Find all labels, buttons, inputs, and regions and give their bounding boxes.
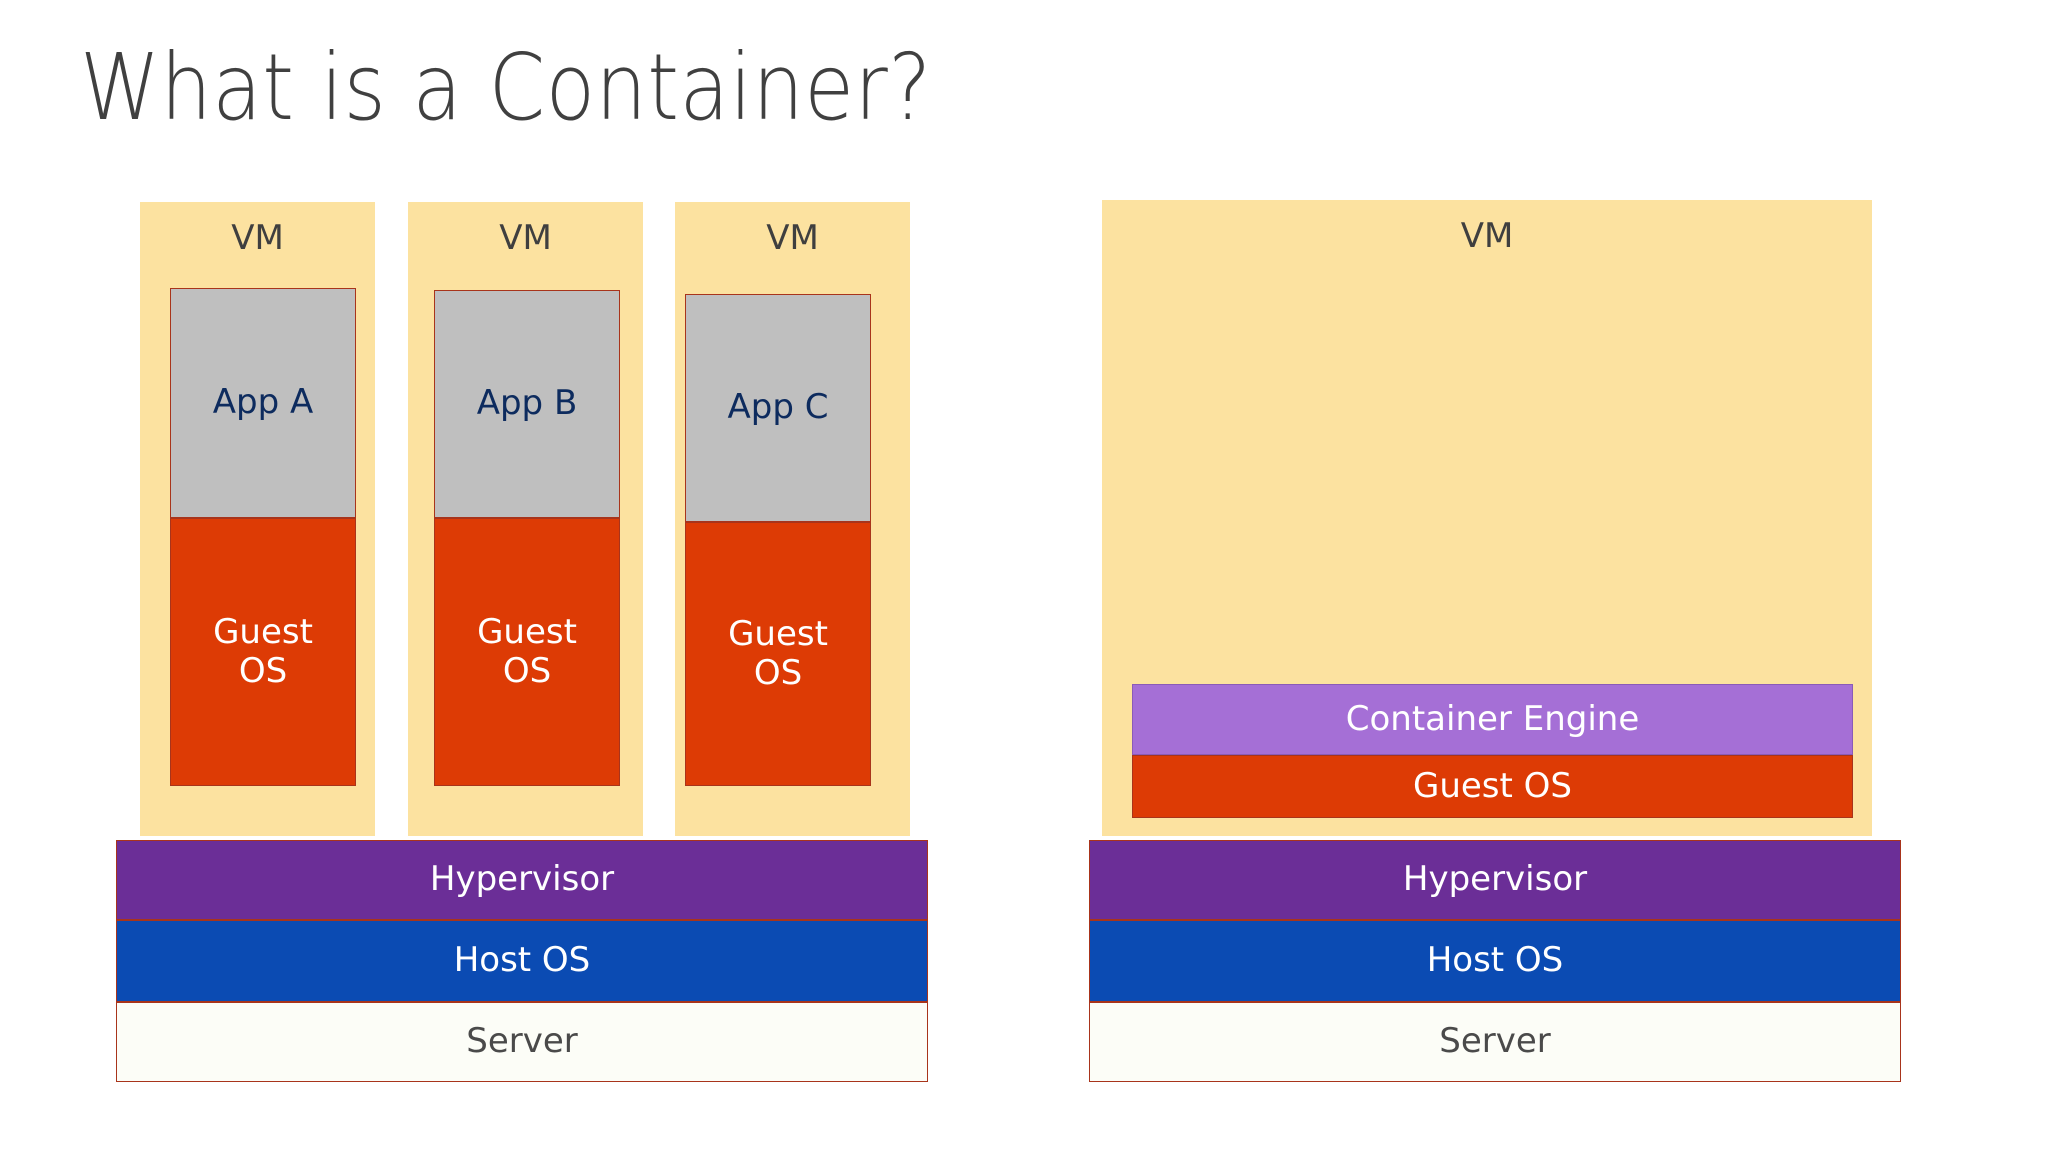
host-os-label-right: Host OS — [1426, 940, 1564, 981]
app-label-a: App A — [212, 382, 314, 423]
guest-os-box-2[interactable]: Guest OS — [434, 518, 620, 786]
hypervisor-label-left: Hypervisor — [429, 859, 615, 900]
host-os-label-left: Host OS — [453, 940, 591, 981]
server-bar-right[interactable]: Server — [1089, 1002, 1901, 1082]
guest-os-label-3: Guest OS — [728, 613, 828, 693]
hypervisor-bar-right[interactable]: Hypervisor — [1089, 840, 1901, 920]
guest-os-label-1: Guest OS — [213, 611, 313, 691]
app-label-c: App C — [727, 387, 829, 428]
hypervisor-label-right: Hypervisor — [1402, 859, 1588, 900]
vm-label-2: VM — [499, 218, 552, 258]
container-engine-bar[interactable]: Container Engine — [1132, 684, 1853, 755]
vm-label-right: VM — [1460, 216, 1514, 256]
guest-os-bar-right[interactable]: Guest OS — [1132, 755, 1853, 818]
container-engine-label: Container Engine — [1345, 698, 1640, 739]
server-label-right: Server — [1439, 1021, 1551, 1062]
host-os-bar-right[interactable]: Host OS — [1089, 920, 1901, 1002]
vm-label-1: VM — [231, 218, 284, 258]
app-box-b[interactable]: App B — [434, 290, 620, 518]
guest-os-box-1[interactable]: Guest OS — [170, 518, 356, 786]
guest-os-label-right: Guest OS — [1412, 765, 1572, 806]
host-os-bar-left[interactable]: Host OS — [116, 920, 928, 1002]
app-label-b: App B — [476, 383, 578, 424]
server-label-left: Server — [466, 1021, 578, 1062]
vm-label-3: VM — [766, 218, 819, 258]
hypervisor-bar-left[interactable]: Hypervisor — [116, 840, 928, 920]
server-bar-left[interactable]: Server — [116, 1002, 928, 1082]
app-box-a[interactable]: App A — [170, 288, 356, 518]
guest-os-label-2: Guest OS — [477, 611, 577, 691]
page-title: What is a Container? — [80, 34, 932, 141]
guest-os-box-3[interactable]: Guest OS — [685, 522, 871, 786]
app-box-c[interactable]: App C — [685, 294, 871, 522]
